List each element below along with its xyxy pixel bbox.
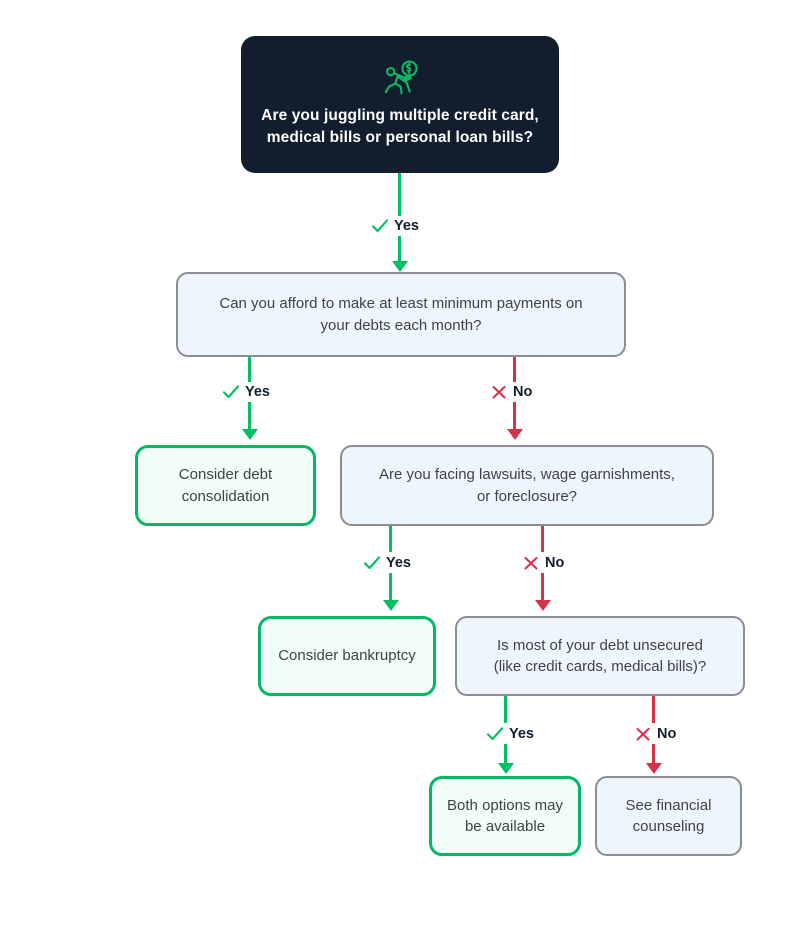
question-min-payments-line-1: Can you afford to make at least minimum … (219, 295, 583, 313)
edge-lawsuits-no-upper (541, 526, 544, 552)
outcome-bankruptcy-line-1: Consider bankruptcy (278, 647, 416, 665)
branch-label-minpay-yes: Yes (221, 382, 270, 402)
branch-label-text: Yes (394, 217, 419, 234)
arrowhead-lawsuits-yes (382, 600, 399, 611)
branch-label-root-yes: Yes (370, 216, 419, 236)
cross-icon (633, 724, 653, 744)
juggling-money-person-icon (380, 60, 420, 96)
check-icon (370, 216, 390, 236)
node-outcome-both-options[interactable]: Both options may be available (429, 776, 581, 856)
branch-label-text: No (657, 725, 677, 742)
edge-unsecured-no-lower (652, 744, 655, 766)
branch-label-text: Yes (245, 383, 270, 400)
node-outcome-financial-counseling[interactable]: See financial counseling (595, 776, 742, 856)
edge-root-yes-lower (398, 236, 401, 264)
check-icon (221, 382, 241, 402)
edge-minpay-yes-lower (248, 402, 251, 432)
edge-root-yes-upper (398, 173, 401, 216)
branch-label-unsecured-no: No (633, 724, 676, 744)
root-question-line-1: Are you juggling multiple credit card, (261, 107, 539, 124)
cross-icon (521, 553, 541, 573)
outcome-both-options-line-1: Both options may (447, 796, 563, 814)
edge-minpay-no-lower (513, 402, 516, 432)
check-icon (362, 553, 382, 573)
check-icon (485, 724, 505, 744)
arrowhead-minpay-yes (241, 429, 258, 440)
arrowhead-lawsuits-no (534, 600, 551, 611)
node-question-lawsuits[interactable]: Are you facing lawsuits, wage garnishmen… (340, 445, 714, 526)
arrowhead-unsecured-yes (497, 763, 514, 774)
branch-label-text: No (545, 554, 565, 571)
branch-label-lawsuits-yes: Yes (362, 553, 411, 573)
edge-lawsuits-yes-lower (389, 573, 392, 603)
question-lawsuits-line-1: Are you facing lawsuits, wage garnishmen… (379, 466, 675, 484)
edge-unsecured-no-upper (652, 696, 655, 723)
cross-icon (489, 382, 509, 402)
edge-lawsuits-no-lower (541, 573, 544, 603)
arrowhead-unsecured-no (645, 763, 662, 774)
arrowhead-minpay-no (506, 429, 523, 440)
outcome-debt-consolidation-line-2: consolidation (181, 487, 270, 505)
question-unsecured-line-2: (like credit cards, medical bills)? (493, 658, 707, 675)
branch-label-unsecured-yes: Yes (485, 724, 534, 744)
question-min-payments-line-2: your debts each month? (320, 316, 482, 334)
root-question-line-2: medical bills or personal loan bills? (266, 129, 534, 146)
node-question-unsecured[interactable]: Is most of your debt unsecured (like cre… (455, 616, 745, 696)
branch-label-text: Yes (386, 554, 411, 571)
branch-label-minpay-no: No (489, 382, 532, 402)
question-lawsuits-line-2: or foreclosure? (476, 487, 578, 505)
branch-label-lawsuits-no: No (521, 553, 564, 573)
outcome-debt-consolidation-line-1: Consider debt (178, 466, 273, 484)
outcome-both-options-line-2: be available (464, 818, 546, 835)
edge-unsecured-yes-lower (504, 744, 507, 766)
branch-label-text: Yes (509, 725, 534, 742)
outcome-financial-counseling-line-1: See financial (625, 796, 712, 814)
edge-minpay-yes-upper (248, 357, 251, 382)
arrowhead-root-yes (391, 261, 408, 272)
edge-unsecured-yes-upper (504, 696, 507, 723)
edge-minpay-no-upper (513, 357, 516, 382)
branch-label-text: No (513, 383, 533, 400)
question-unsecured-line-1: Is most of your debt unsecured (497, 636, 703, 654)
node-outcome-debt-consolidation[interactable]: Consider debt consolidation (135, 445, 316, 526)
node-root-question[interactable]: Are you juggling multiple credit card, m… (241, 36, 559, 173)
node-outcome-bankruptcy[interactable]: Consider bankruptcy (258, 616, 436, 696)
outcome-financial-counseling-line-2: counseling (632, 818, 705, 835)
node-question-min-payments[interactable]: Can you afford to make at least minimum … (176, 272, 626, 357)
edge-lawsuits-yes-upper (389, 526, 392, 552)
